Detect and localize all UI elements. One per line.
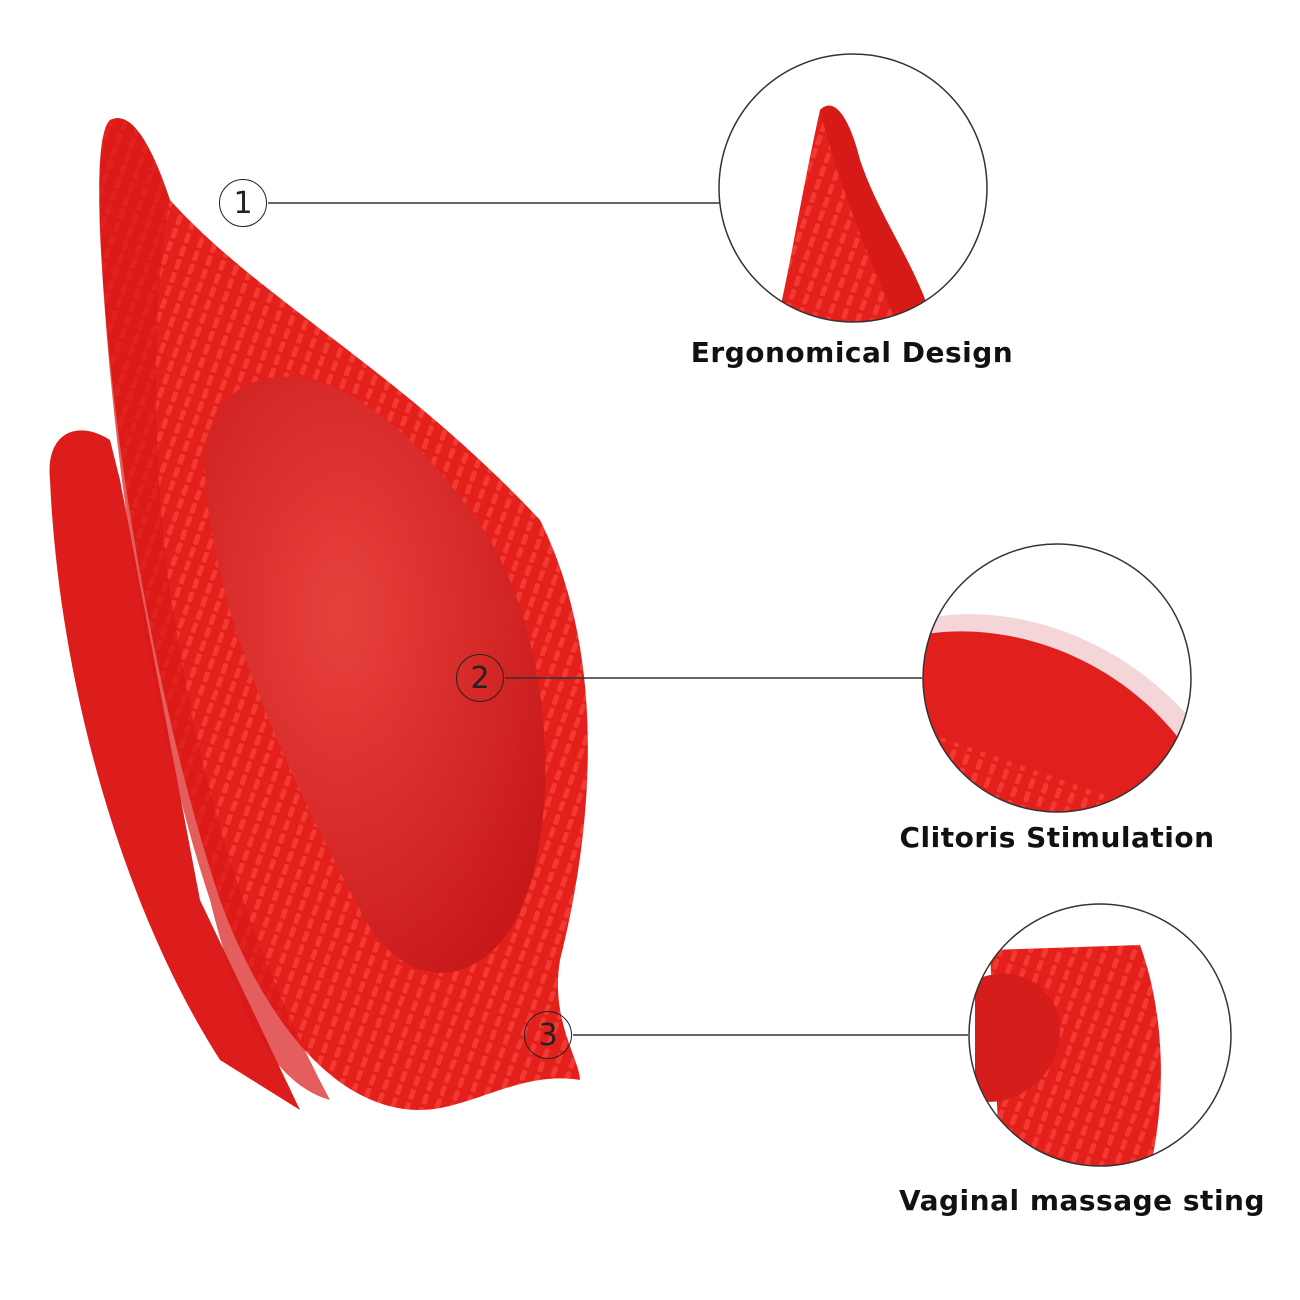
detail-image-2	[922, 543, 1192, 813]
callout-number-1: 1	[219, 179, 267, 227]
detail-image-3	[968, 903, 1232, 1167]
callout-number-2: 2	[456, 654, 504, 702]
callout-number-3: 3	[524, 1011, 572, 1059]
feature-label-2: Clitoris Stimulation	[899, 821, 1215, 854]
feature-label-3: Vaginal massage sting	[898, 1184, 1266, 1217]
product-body	[49, 118, 588, 1111]
feature-label-1: Ergonomical Design	[690, 336, 1014, 369]
detail-image-1	[718, 53, 988, 323]
